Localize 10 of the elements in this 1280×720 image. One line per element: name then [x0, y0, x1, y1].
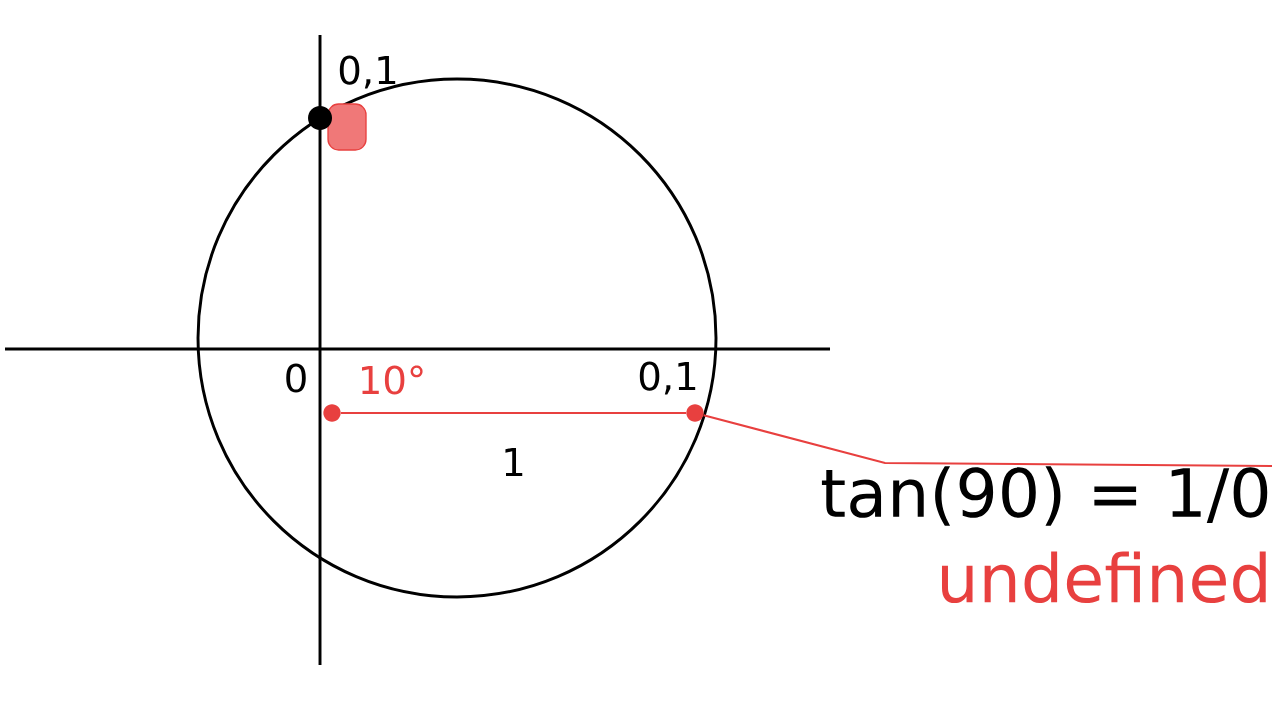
angle-label: 10°	[362, 365, 423, 395]
formula-text: tan(90) = 1/0 undefined	[821, 466, 1268, 604]
point-dot	[686, 404, 704, 422]
leader-line	[702, 414, 1273, 467]
coordinate-label: 0	[286, 363, 306, 393]
coordinate-label: 0,1	[339, 55, 396, 89]
point-dot	[323, 404, 341, 422]
segment-line	[339, 412, 688, 414]
coordinate-label: 0,1	[639, 361, 696, 395]
edge-label: 1	[499, 446, 528, 478]
